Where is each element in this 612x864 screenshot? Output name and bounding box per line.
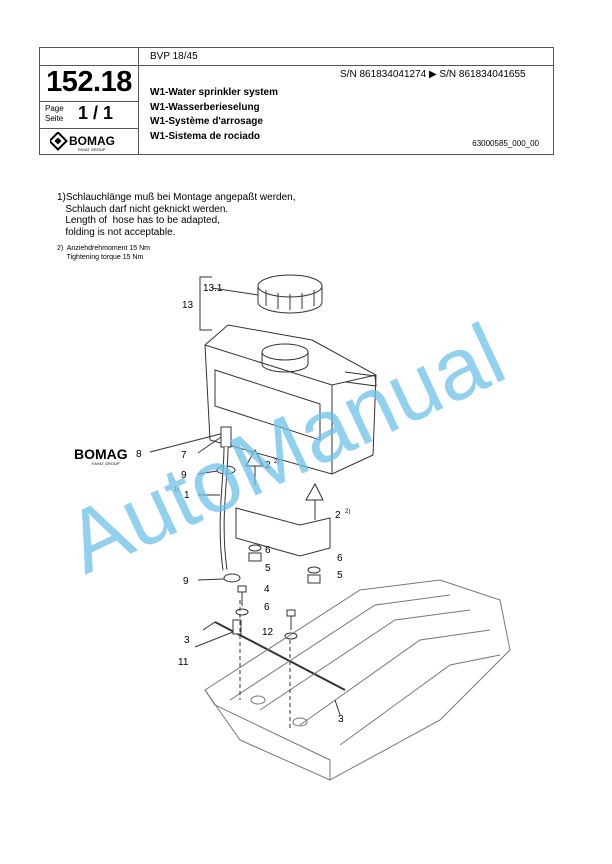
note-hose: 1)Schlauchlänge muß bei Montage angepaßt… bbox=[57, 192, 296, 238]
callout: 3 bbox=[184, 635, 190, 646]
svg-text:FAYAT GROUP: FAYAT GROUP bbox=[92, 461, 120, 466]
title-de: W1-Wasserberieselung bbox=[150, 101, 260, 113]
doc-number: 63000585_000_00 bbox=[472, 139, 539, 148]
callout: 5 bbox=[265, 563, 271, 574]
callout: 8 bbox=[136, 449, 142, 460]
valve-icon bbox=[220, 426, 232, 448]
callout: 4 bbox=[264, 584, 270, 595]
page-number: 152.18 bbox=[46, 66, 132, 98]
note-torque: 2) Anziehdrehmoment 15 Nm Tightening tor… bbox=[57, 245, 150, 261]
exploded-diagram: BOMAG FAYAT GROUP 13.1 13 8 7 2 2) 9 1) … bbox=[74, 274, 511, 781]
callout: 2 bbox=[335, 510, 341, 521]
brand-sub: FAYAT GROUP bbox=[78, 147, 106, 152]
brand-text: BOMAG bbox=[69, 134, 115, 148]
callout: 1 bbox=[184, 490, 190, 501]
svg-text:BOMAG: BOMAG bbox=[74, 446, 128, 462]
callout: 13.1 bbox=[203, 283, 223, 294]
bracket-icon bbox=[235, 507, 331, 557]
title-en: W1-Water sprinkler system bbox=[150, 87, 279, 98]
callout: 6 bbox=[264, 602, 270, 613]
divider bbox=[40, 101, 138, 102]
callout: 1) bbox=[174, 487, 179, 493]
callout: 2) bbox=[345, 509, 350, 515]
callout-labels: 13.1 13 8 7 2 2) 9 1) 1 2 2) 6 5 6 5 9 4… bbox=[136, 283, 350, 725]
callout: 12 bbox=[262, 627, 274, 638]
water-tank-icon bbox=[204, 324, 377, 475]
callout: 6 bbox=[265, 545, 271, 556]
divider bbox=[138, 48, 139, 154]
tank-cap-icon bbox=[257, 274, 323, 314]
bomag-decal: BOMAG FAYAT GROUP bbox=[74, 446, 128, 466]
title-block: W1-Water sprinkler system W1-Wasserberie… bbox=[150, 86, 278, 144]
callout: 2 bbox=[265, 460, 271, 471]
callout: 2) bbox=[274, 459, 279, 465]
page-label: Page Seite bbox=[45, 104, 64, 123]
callout: 6 bbox=[337, 553, 343, 564]
callout: 13 bbox=[182, 300, 194, 311]
callout: 7 bbox=[181, 450, 187, 461]
title-fr: W1-Système d'arrosage bbox=[150, 116, 263, 127]
divider bbox=[40, 65, 138, 66]
rubber-buffer-icon bbox=[305, 482, 324, 501]
serial-range: S/N 861834041274 ▶ S/N 861834041655 bbox=[340, 69, 526, 80]
callout: 3 bbox=[338, 714, 344, 725]
bolt-icon bbox=[286, 609, 296, 617]
bolt-icon bbox=[237, 585, 247, 593]
page-of: 1 / 1 bbox=[78, 103, 114, 123]
header-table: BVP 18/45 152.18 Page Seite 1 / 1 BOMAG … bbox=[39, 47, 554, 155]
divider bbox=[40, 128, 138, 129]
callout: 9 bbox=[183, 576, 189, 587]
model-name: BVP 18/45 bbox=[150, 51, 198, 62]
divider bbox=[138, 65, 553, 66]
bracket-13 bbox=[199, 276, 212, 331]
bomag-logo: BOMAG FAYAT GROUP bbox=[48, 131, 130, 152]
callout: 9 bbox=[181, 470, 187, 481]
base-plate-icon bbox=[204, 579, 511, 781]
callout: 5 bbox=[337, 570, 343, 581]
title-es: W1-Sistema de rociado bbox=[150, 130, 261, 142]
callout: 11 bbox=[178, 657, 189, 668]
